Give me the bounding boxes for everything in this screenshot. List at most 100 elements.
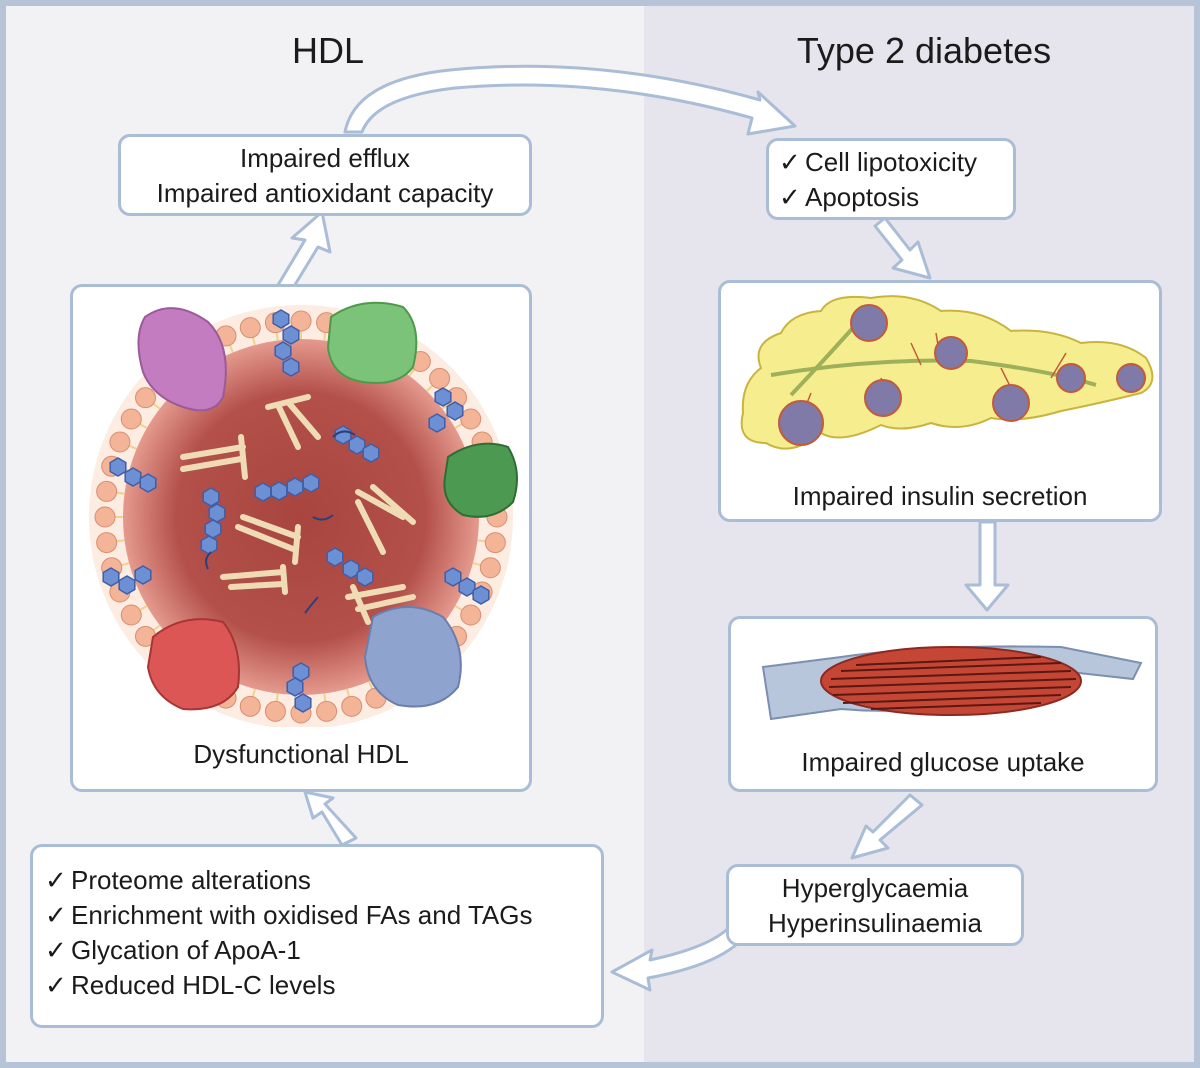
hexagon bbox=[282, 357, 300, 377]
lipotox-item: ✓Cell lipotoxicity bbox=[779, 145, 1013, 180]
arrow-hdl-to-efflux bbox=[276, 210, 332, 290]
hexagon bbox=[109, 457, 127, 477]
hexagon bbox=[274, 341, 292, 361]
hexagon bbox=[286, 477, 304, 497]
hexagon bbox=[202, 487, 220, 507]
islet bbox=[992, 384, 1030, 422]
hexagon bbox=[434, 387, 452, 407]
pancreas-box: Impaired insulin secretion bbox=[718, 280, 1162, 522]
islets-of-langerhans bbox=[778, 304, 1146, 446]
impaired-function-box: Impaired efflux Impaired antioxidant cap… bbox=[118, 134, 532, 216]
check-icon: ✓ bbox=[45, 865, 67, 895]
islet bbox=[934, 336, 968, 370]
hexagon bbox=[444, 567, 462, 587]
phospholipid-head bbox=[460, 408, 482, 430]
hexagon bbox=[326, 547, 344, 567]
hexagon bbox=[356, 567, 374, 587]
alteration-item: ✓Glycation of ApoA-1 bbox=[45, 933, 601, 968]
hexagon bbox=[428, 413, 446, 433]
check-icon: ✓ bbox=[779, 147, 801, 177]
hexagon bbox=[272, 309, 290, 329]
phospholipid-head bbox=[120, 408, 142, 430]
phospholipid-head bbox=[109, 431, 131, 453]
islet bbox=[778, 400, 824, 446]
hyperinsulinaemia-line: Hyperinsulinaemia bbox=[768, 908, 982, 938]
hexagon bbox=[254, 482, 272, 502]
muscle-illustration bbox=[761, 645, 1143, 721]
phospholipid-head bbox=[429, 367, 451, 389]
phospholipid-head bbox=[264, 700, 286, 722]
phospholipid-head bbox=[96, 532, 118, 554]
phospholipid-head bbox=[135, 387, 157, 409]
arrow-muscle-to-hyper bbox=[850, 793, 924, 860]
pancreas-tissue bbox=[740, 295, 1154, 450]
hexagon bbox=[270, 481, 288, 501]
phospholipid-head bbox=[94, 506, 116, 528]
phospholipid-head bbox=[479, 557, 501, 579]
hexagon bbox=[342, 559, 360, 579]
apolipoprotein-blue bbox=[363, 606, 462, 708]
phospholipid-head bbox=[316, 700, 338, 722]
hexagon bbox=[302, 473, 320, 493]
hexagon bbox=[446, 401, 464, 421]
arrow-pancreas-to-muscle bbox=[964, 520, 1010, 612]
hexagon bbox=[134, 565, 152, 585]
islet bbox=[1056, 363, 1086, 393]
type2-diabetes-heading: Type 2 diabetes bbox=[796, 30, 1052, 71]
hdl-alterations-box: ✓Proteome alterations ✓Enrichment with o… bbox=[30, 844, 604, 1028]
islet bbox=[864, 379, 902, 417]
muscle-fibers bbox=[828, 656, 1077, 710]
arrow-alterations-to-hdl bbox=[303, 790, 358, 847]
islet bbox=[850, 304, 888, 342]
phospholipid-head bbox=[239, 695, 261, 717]
hexagon bbox=[458, 577, 476, 597]
hexagon bbox=[139, 473, 157, 493]
curved-arrow-top bbox=[343, 64, 797, 136]
hexagon bbox=[334, 425, 352, 445]
lipotox-item: ✓Apoptosis bbox=[779, 180, 1013, 215]
check-icon: ✓ bbox=[779, 182, 801, 212]
hexagon bbox=[472, 585, 490, 605]
check-icon: ✓ bbox=[45, 935, 67, 965]
phospholipid-head bbox=[341, 695, 363, 717]
apolipoprotein-dark-green bbox=[443, 442, 518, 518]
alteration-item: ✓Enrichment with oxidised FAs and TAGs bbox=[45, 898, 601, 933]
lipid-molecules bbox=[180, 394, 416, 625]
phospholipid-head bbox=[120, 604, 142, 626]
alteration-item: ✓Proteome alterations bbox=[45, 863, 601, 898]
hexagon bbox=[362, 443, 380, 463]
glycation-hexagons bbox=[102, 309, 490, 713]
hexagon bbox=[204, 519, 222, 539]
phospholipid-head bbox=[460, 604, 482, 626]
alteration-item: ✓Reduced HDL-C levels bbox=[45, 968, 601, 1003]
lipotoxicity-box: ✓Cell lipotoxicity ✓Apoptosis bbox=[766, 138, 1016, 220]
antioxidant-line: Impaired antioxidant capacity bbox=[156, 178, 494, 208]
phospholipid-head bbox=[96, 480, 118, 502]
phospholipid-head bbox=[239, 317, 261, 339]
arrow-lipotox-to-pancreas bbox=[873, 216, 932, 280]
hexagon bbox=[102, 567, 120, 587]
check-icon: ✓ bbox=[45, 970, 67, 1000]
phospholipid-head bbox=[290, 310, 312, 332]
check-icon: ✓ bbox=[45, 900, 67, 930]
hexagon bbox=[282, 325, 300, 345]
hexagon bbox=[118, 575, 136, 595]
phospholipid-head bbox=[484, 532, 506, 554]
apolipoprotein-light-green bbox=[326, 301, 418, 384]
muscle-box: Impaired glucose uptake bbox=[728, 616, 1158, 792]
hyperglycaemia-box: Hyperglycaemia Hyperinsulinaemia bbox=[726, 864, 1024, 946]
hexagon bbox=[208, 503, 226, 523]
muscle-caption: Impaired glucose uptake bbox=[801, 747, 1085, 777]
hdl-heading: HDL bbox=[291, 30, 365, 71]
dysfunctional-hdl-box: Dysfunctional HDL bbox=[70, 284, 532, 792]
apolipoprotein-purple bbox=[137, 307, 227, 412]
efflux-line: Impaired efflux bbox=[239, 143, 411, 173]
hexagon bbox=[124, 467, 142, 487]
hdl-core bbox=[123, 339, 479, 695]
hyperglycaemia-line: Hyperglycaemia bbox=[781, 873, 969, 903]
pancreas-illustration bbox=[740, 295, 1154, 450]
hexagon bbox=[348, 435, 366, 455]
islet bbox=[1116, 363, 1146, 393]
